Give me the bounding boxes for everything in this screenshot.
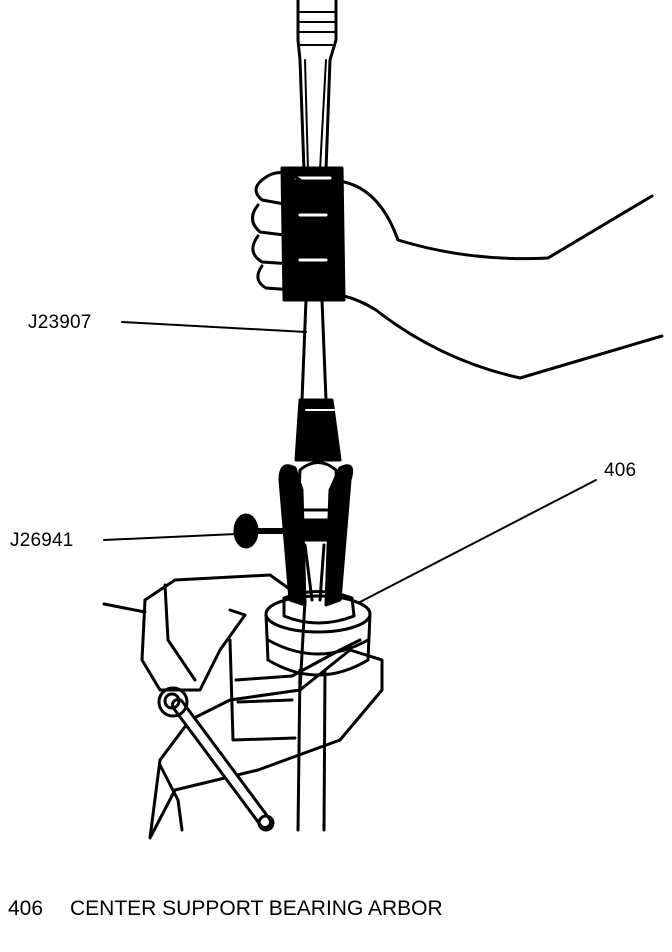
legend-text: CENTER SUPPORT BEARING ARBOR <box>70 897 443 920</box>
slide-hammer-shaft <box>294 0 342 462</box>
center-support-bearing <box>264 590 372 677</box>
legend-number: 406 <box>8 897 44 920</box>
puller-legs <box>278 461 354 607</box>
callout-j23907: J23907 <box>28 312 92 333</box>
technical-illustration <box>102 0 664 840</box>
support-tube <box>296 668 327 832</box>
hand <box>251 171 664 380</box>
callout-j26941: J26941 <box>10 530 74 551</box>
callout-406: 406 <box>604 460 637 481</box>
leader-lines <box>103 321 597 603</box>
puller-knob <box>233 513 299 549</box>
vise-handle <box>157 686 275 832</box>
